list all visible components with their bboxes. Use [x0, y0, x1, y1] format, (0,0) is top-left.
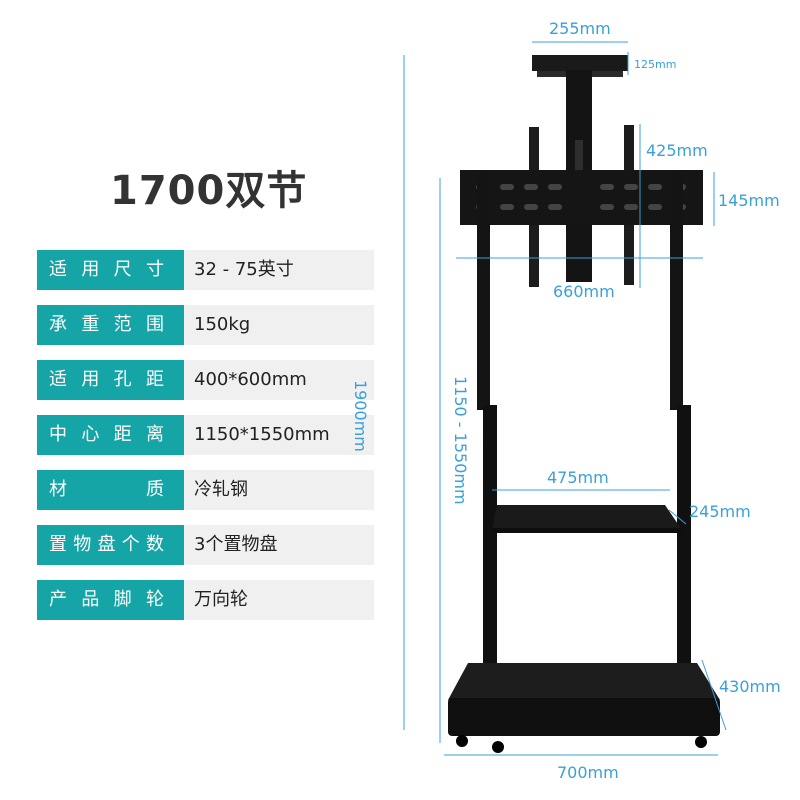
- dim-tray-depth: 245mm: [689, 502, 751, 521]
- dim-bracket-height: 425mm: [646, 141, 708, 160]
- dim-total-height: 1900mm: [351, 380, 370, 452]
- spec-row: 适用尺寸 32 - 75英寸: [37, 250, 374, 290]
- base-top: [448, 663, 720, 700]
- dim-camera-depth: 125mm: [634, 58, 677, 71]
- post-right-lower: [677, 405, 691, 695]
- spec-row: 承重范围 150kg: [37, 305, 374, 345]
- spec-row: 适用孔距 400*600mm: [37, 360, 374, 400]
- spec-value: 400*600mm: [184, 360, 374, 400]
- horizontal-bracket: [460, 170, 703, 225]
- column-slot: [575, 140, 583, 180]
- caster-wheel: [456, 735, 468, 747]
- spec-label: 材 质: [37, 470, 184, 510]
- spec-value: 万向轮: [184, 580, 374, 620]
- dim-base-depth: 430mm: [719, 677, 781, 696]
- dim-bracket-width: 660mm: [553, 282, 615, 301]
- spec-label: 适用尺寸: [37, 250, 184, 290]
- spec-row: 中心距离 1150*1550mm: [37, 415, 374, 455]
- spec-value: 3个置物盘: [184, 525, 374, 565]
- spec-row: 置物盘个数 3个置物盘: [37, 525, 374, 565]
- dim-bracket-thickness: 145mm: [718, 191, 780, 210]
- dim-camera-width: 255mm: [549, 19, 611, 38]
- spec-label: 置物盘个数: [37, 525, 184, 565]
- spec-label: 适用孔距: [37, 360, 184, 400]
- spec-row: 材 质 冷轧钢: [37, 470, 374, 510]
- spec-label: 承重范围: [37, 305, 184, 345]
- caster-wheel: [492, 741, 504, 753]
- spec-value: 1150*1550mm: [184, 415, 374, 455]
- post-left-lower: [483, 405, 497, 695]
- dim-base-width: 700mm: [557, 763, 619, 782]
- caster-wheel: [695, 736, 707, 748]
- spec-value: 32 - 75英寸: [184, 250, 374, 290]
- dim-tray-width: 475mm: [547, 468, 609, 487]
- spec-value: 冷轧钢: [184, 470, 374, 510]
- spec-label: 产品脚轮: [37, 580, 184, 620]
- spec-row: 产品脚轮 万向轮: [37, 580, 374, 620]
- product-title: 1700双节: [110, 168, 308, 214]
- spec-table: 适用尺寸 32 - 75英寸 承重范围 150kg 适用孔距 400*600mm…: [37, 250, 374, 635]
- middle-tray: [492, 505, 682, 530]
- spec-value: 150kg: [184, 305, 374, 345]
- dim-adjust-height: 1150 - 1550mm: [451, 376, 470, 505]
- camera-shelf: [532, 55, 628, 71]
- post-right-upper: [670, 170, 683, 410]
- base-body: [448, 698, 720, 736]
- post-left-upper: [477, 170, 490, 410]
- spec-label: 中心距离: [37, 415, 184, 455]
